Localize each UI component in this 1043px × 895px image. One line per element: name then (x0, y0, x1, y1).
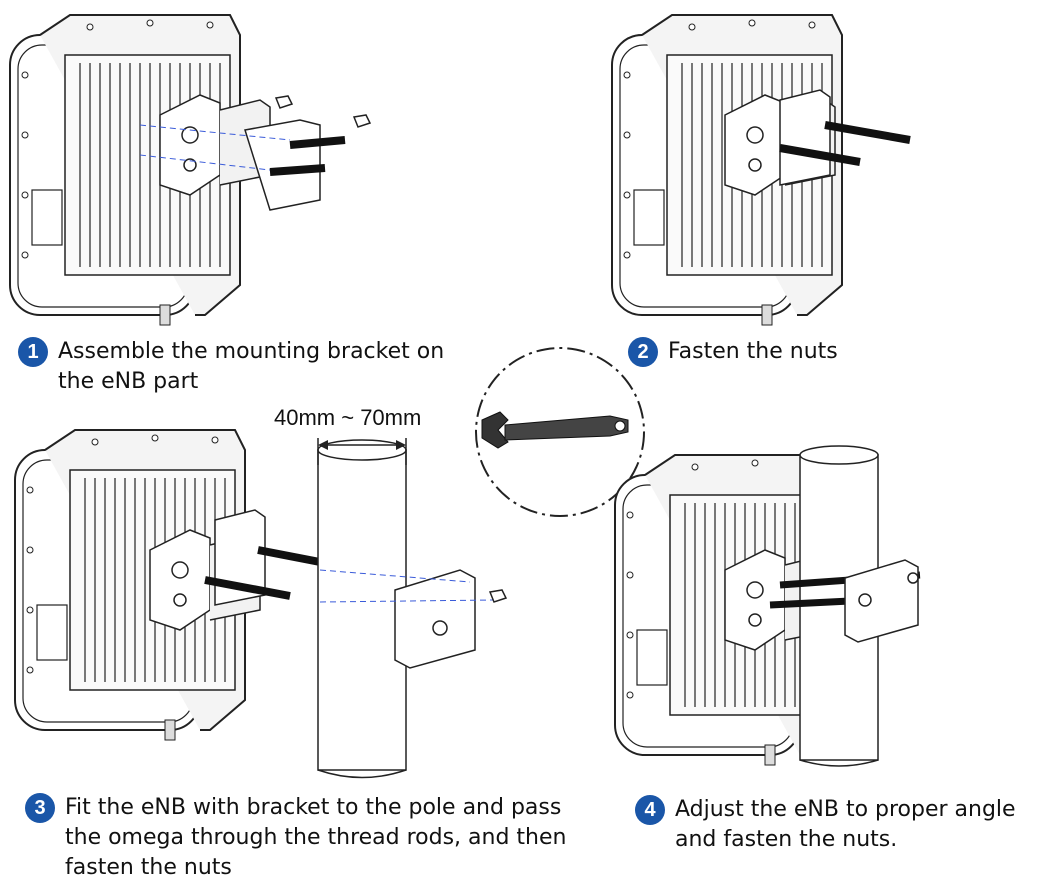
panel-1-illustration (9, 14, 372, 326)
pole-diameter-label: 40mm ~ 70mm (274, 405, 422, 430)
step-3-caption: Fit the eNB with bracket to the pole and… (65, 795, 567, 880)
step-1-badge: 1 (18, 337, 48, 367)
step-1: 1 Assemble the mounting bracket on the e… (18, 337, 444, 397)
step-4: 4 Adjust the eNB to proper angle and fas… (635, 795, 1016, 855)
step-1-caption: Assemble the mounting bracket on the eNB… (58, 339, 445, 394)
panel-2-illustration (611, 14, 911, 326)
wrench-icon (481, 411, 629, 449)
step-4-badge: 4 (635, 795, 665, 825)
step-4-caption: Adjust the eNB to proper angle and faste… (675, 797, 1016, 852)
panel-3-illustration (14, 429, 508, 779)
step-3: 3 Fit the eNB with bracket to the pole a… (25, 793, 566, 883)
step-2-badge: 2 (628, 337, 658, 367)
wrench-detail (475, 347, 645, 517)
step-3-badge: 3 (25, 793, 55, 823)
panel-4-illustration (614, 445, 921, 767)
step-2-caption: Fasten the nuts (668, 339, 838, 364)
step-2: 2 Fasten the nuts (628, 337, 838, 367)
